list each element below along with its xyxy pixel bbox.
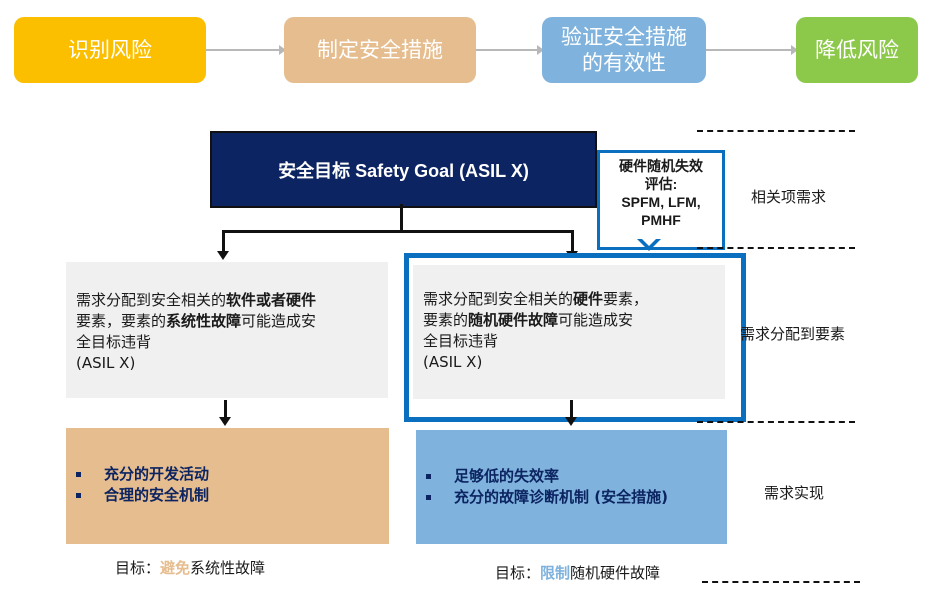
flow-step-reduce-risk: 降低风险 — [796, 17, 918, 83]
text-bold: 系统性故障 — [166, 312, 242, 330]
requirement-text: 需求分配到安全相关的软件或者硬件 要素，要素的系统性故障可能造成安 全目标违背 … — [76, 290, 316, 374]
callout-pointer-inner — [641, 238, 657, 246]
callout-line: 评估: — [644, 176, 678, 192]
text-fragment: 要素， — [603, 290, 649, 308]
goal-note-highlight: 避免 — [160, 559, 191, 577]
bullet-item: 足够低的失效率 — [426, 466, 668, 487]
flow-step-label: 识别风险 — [68, 38, 152, 62]
bullet-item: 充分的开发活动 — [76, 464, 209, 485]
text-fragment: 要素，要素的 — [76, 312, 167, 330]
bullet-text: 足够低的失效率 — [454, 467, 560, 485]
bullet-icon — [76, 493, 81, 498]
text-fragment: 需求分配到安全相关的 — [423, 290, 574, 308]
safety-goal-box: 安全目标 Safety Goal (ASIL X) — [210, 131, 597, 208]
text-fragment: 全目标违背 — [423, 332, 499, 350]
flow-arrow-icon — [476, 45, 544, 55]
level-label-item-requirements: 相关项需求 — [751, 188, 827, 206]
goal-note-systematic: 目标：避免系统性故障 — [115, 557, 265, 578]
flow-step-define-measures: 制定安全措施 — [284, 17, 476, 83]
text-fragment: 可能造成安 — [558, 311, 634, 329]
connector-line — [400, 204, 403, 232]
bullet-text: 充分的开发活动 — [104, 465, 210, 483]
bullet-list: 足够低的失效率 充分的故障诊断机制 (安全措施) — [426, 466, 668, 508]
goal-note-prefix: 目标： — [495, 564, 541, 582]
bullet-icon — [426, 474, 431, 479]
arrow-down-icon — [219, 417, 231, 426]
bullet-item: 合理的安全机制 — [76, 485, 209, 506]
implementation-box-systematic: 充分的开发活动 合理的安全机制 — [66, 428, 389, 544]
flow-step-label: 降低风险 — [815, 38, 899, 62]
connector-line — [224, 400, 227, 418]
level-divider — [702, 581, 860, 583]
requirement-text: 需求分配到安全相关的硬件要素， 要素的随机硬件故障可能造成安 全目标违背 (AS… — [423, 289, 648, 373]
bullet-icon — [426, 495, 431, 500]
callout-metrics: PMHF — [641, 212, 681, 228]
text-bold: 随机硬件故障 — [468, 311, 559, 329]
goal-note-highlight: 限制 — [540, 564, 571, 582]
goal-note-random-hw: 目标：限制随机硬件故障 — [495, 562, 660, 583]
connector-line — [222, 230, 574, 233]
flow-step-identify-risk: 识别风险 — [14, 17, 206, 83]
level-divider — [697, 247, 855, 249]
bullet-icon — [76, 472, 81, 477]
bullet-text: 充分的故障诊断机制 (安全措施) — [454, 488, 668, 506]
asil-label: (ASIL X) — [423, 353, 483, 371]
text-bold: 软件或者硬件 — [226, 291, 317, 309]
bullet-list: 充分的开发活动 合理的安全机制 — [76, 464, 209, 506]
hw-random-failure-callout: 硬件随机失效 评估: SPFM, LFM, PMHF — [597, 150, 725, 250]
connector-line — [571, 230, 574, 252]
bullet-item: 充分的故障诊断机制 (安全措施) — [426, 487, 668, 508]
safety-goal-label: 安全目标 Safety Goal (ASIL X) — [278, 160, 529, 181]
callout-metrics: SPFM, LFM, — [621, 194, 701, 210]
level-divider — [697, 130, 855, 132]
flow-arrow-icon — [706, 45, 798, 55]
level-label-allocation: 需求分配到要素 — [740, 325, 846, 343]
requirement-box-random-hw: 需求分配到安全相关的硬件要素， 要素的随机硬件故障可能造成安 全目标违背 (AS… — [413, 265, 725, 399]
text-fragment: 可能造成安 — [241, 312, 317, 330]
flow-step-label-line1: 验证安全措施 — [561, 25, 687, 49]
level-divider — [697, 421, 855, 423]
text-fragment: 全目标违背 — [76, 333, 152, 351]
goal-note-prefix: 目标： — [115, 559, 161, 577]
callout-line: 硬件随机失效 — [619, 158, 703, 174]
arrow-down-icon — [565, 417, 577, 426]
connector-line — [222, 230, 225, 252]
flow-step-label-line2: 的有效性 — [582, 51, 666, 75]
text-fragment: 需求分配到安全相关的 — [76, 291, 227, 309]
implementation-box-random-hw: 足够低的失效率 充分的故障诊断机制 (安全措施) — [416, 430, 727, 544]
level-label-realization: 需求实现 — [764, 484, 825, 502]
text-bold: 硬件 — [573, 290, 604, 308]
goal-note-suffix: 随机硬件故障 — [570, 564, 661, 582]
asil-label: (ASIL X) — [76, 354, 136, 372]
requirement-box-systematic: 需求分配到安全相关的软件或者硬件 要素，要素的系统性故障可能造成安 全目标违背 … — [66, 262, 388, 398]
flow-arrow-icon — [206, 45, 286, 55]
flow-step-verify-measures: 验证安全措施 的有效性 — [542, 17, 706, 83]
goal-note-suffix: 系统性故障 — [190, 559, 266, 577]
bullet-text: 合理的安全机制 — [104, 486, 210, 504]
flow-step-label: 制定安全措施 — [317, 38, 443, 62]
text-fragment: 要素的 — [423, 311, 469, 329]
connector-line — [570, 400, 573, 418]
arrow-down-icon — [217, 251, 229, 260]
